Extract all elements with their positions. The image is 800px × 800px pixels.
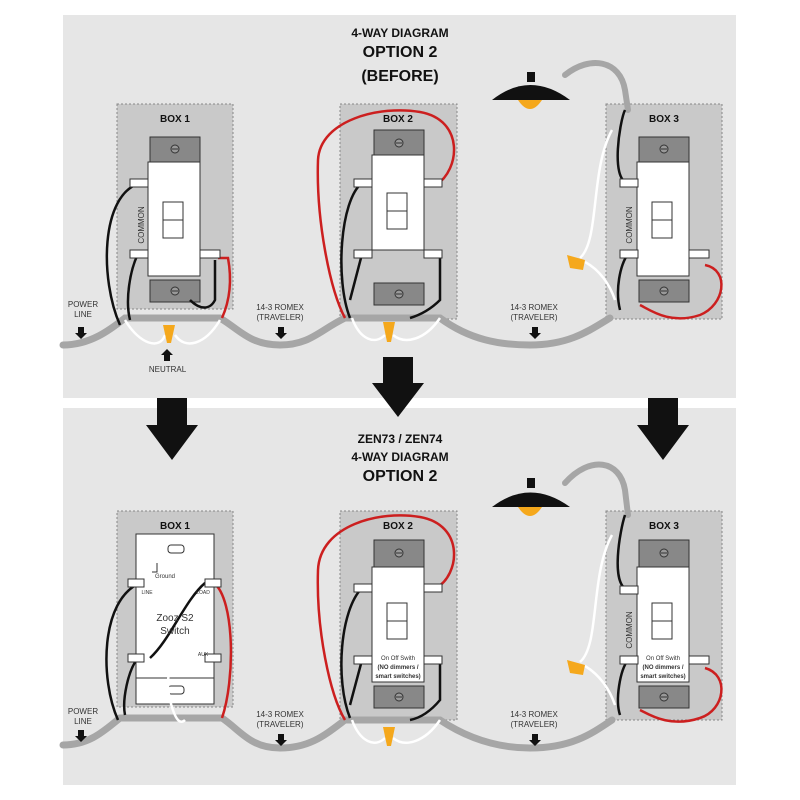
top-power-line-label: POWER LINE xyxy=(67,300,99,319)
bottom-title-line-1: ZEN73 / ZEN74 xyxy=(357,432,443,446)
bottom-lamp-cable xyxy=(562,461,631,518)
top-wirenut-2 xyxy=(383,322,395,342)
bottom-wire-red-1 xyxy=(213,582,233,719)
top-neutral-label: NEUTRAL xyxy=(148,365,187,374)
top-common-label-3: COMMON xyxy=(625,206,634,244)
bottom-romex-cable xyxy=(59,714,616,752)
bottom-switch-2-caption: On Off Swith (NO dimmers / smart switche… xyxy=(372,655,424,682)
top-box-1-label: BOX 1 xyxy=(159,114,190,125)
top-lamp-bulb xyxy=(518,100,542,109)
top-romex-cable xyxy=(59,314,614,349)
zooz-aux-terminal-label: AUX xyxy=(197,652,209,658)
switch-3-caption-line-2: (NO dimmers / xyxy=(642,665,684,671)
top-lamp-stem xyxy=(527,72,535,82)
switch-2-caption-line-2: (NO dimmers / xyxy=(377,665,419,671)
bottom-wirenut-1 xyxy=(383,727,395,746)
top-switch-1-yoke-top xyxy=(149,136,201,163)
zooz-s2-switch-body xyxy=(135,533,215,705)
top-wire-white-1 xyxy=(123,319,167,345)
bottom-title-line-2: 4-WAY DIAGRAM xyxy=(351,450,449,464)
arrow-down-right xyxy=(637,398,689,460)
top-wirenut-3 xyxy=(567,255,585,270)
top-box-3-label: BOX 3 xyxy=(648,114,679,125)
top-wire-red-2 xyxy=(316,109,456,319)
top-common-label-1: COMMON xyxy=(137,206,146,244)
bottom-wire-black-1 xyxy=(105,581,141,721)
zooz-line-terminal-label: LINE xyxy=(141,590,153,596)
bottom-box-2-label: BOX 2 xyxy=(382,521,413,532)
bottom-romex-label-2: 14-3 ROMEX (TRAVELER) xyxy=(510,710,558,729)
top-title-line-2: OPTION 2 xyxy=(362,44,438,61)
bottom-common-label-3: COMMON xyxy=(625,611,634,649)
bottom-title-line-3: OPTION 2 xyxy=(362,468,438,485)
top-lamp-cable xyxy=(562,60,631,113)
top-wire-red-1 xyxy=(218,256,232,319)
bottom-box-3-label: BOX 3 xyxy=(648,521,679,532)
switch-2-caption-line-1: On Off Swith xyxy=(381,656,415,662)
zooz-ground-label: Ground xyxy=(154,574,175,580)
switch-2-caption-line-3: smart switches) xyxy=(375,674,421,680)
switch-3-caption-line-1: On Off Swith xyxy=(646,656,680,662)
bottom-lamp-shade xyxy=(492,492,570,507)
top-romex-label-2: 14-3 ROMEX (TRAVELER) xyxy=(510,303,558,322)
top-wire-black-1 xyxy=(105,181,141,326)
top-title-line-3: (BEFORE) xyxy=(361,68,439,85)
top-lamp-shade xyxy=(492,85,570,100)
top-wirenut-1 xyxy=(163,325,175,343)
zooz-switch-label: Zooz S2 Switch xyxy=(150,612,200,638)
zooz-switch-label-line-2: Switch xyxy=(160,626,190,637)
top-title-line-1: 4-WAY DIAGRAM xyxy=(351,26,449,40)
bottom-romex-label-1: 14-3 ROMEX (TRAVELER) xyxy=(256,710,304,729)
zooz-switch-label-line-1: Zooz S2 xyxy=(156,613,194,624)
top-wire-black-2 xyxy=(340,182,363,319)
bottom-lamp-bulb xyxy=(518,507,542,516)
top-box-2-label: BOX 2 xyxy=(382,114,413,125)
top-wire-red-3 xyxy=(639,263,723,320)
switch-3-caption-line-3: smart switches) xyxy=(640,674,686,680)
bottom-box-1-label: BOX 1 xyxy=(159,521,190,532)
arrow-down-center xyxy=(372,357,424,417)
zooz-load-terminal-label: LOAD xyxy=(196,590,210,596)
arrow-down-left xyxy=(146,398,198,460)
bottom-power-line-label: POWER LINE xyxy=(67,707,99,726)
top-romex-label-1: 14-3 ROMEX (TRAVELER) xyxy=(256,303,304,322)
bottom-wirenut-2 xyxy=(567,660,585,675)
bottom-switch-3-caption: On Off Swith (NO dimmers / smart switche… xyxy=(637,655,689,682)
